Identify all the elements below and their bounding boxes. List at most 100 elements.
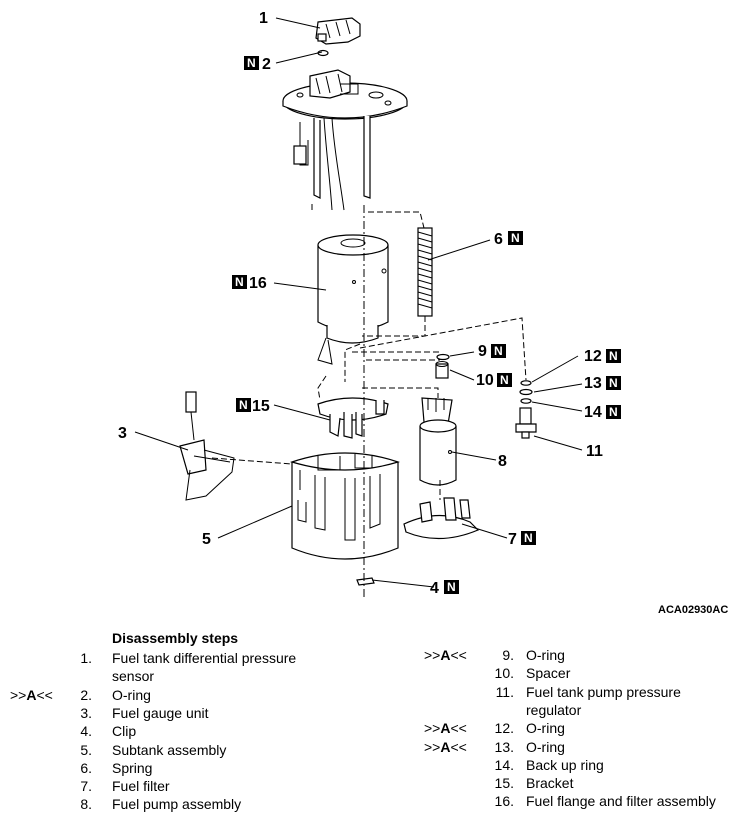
callout-12: 12 N xyxy=(584,348,621,365)
step-number: 8. xyxy=(80,796,92,813)
svg-text:7: 7 xyxy=(508,531,517,548)
n-mark-icon xyxy=(497,373,512,387)
step-item: >>A<<9.O-ring xyxy=(0,646,742,664)
n-mark-icon xyxy=(244,56,259,70)
step-item: 7.Fuel filter xyxy=(0,777,742,795)
step-number: 13. xyxy=(494,738,514,755)
svg-text:14: 14 xyxy=(584,404,602,421)
step-marker: >>A<< xyxy=(10,686,53,703)
callout-8: 8 xyxy=(498,453,507,470)
svg-text:N: N xyxy=(524,531,533,545)
svg-text:6: 6 xyxy=(494,231,503,248)
step-text: Fuel gauge unit xyxy=(112,704,209,721)
n-mark-icon xyxy=(606,405,621,419)
step-item: >>A<<12.O-ring xyxy=(0,719,742,737)
step-number: 2. xyxy=(80,686,92,703)
step-text: O-ring xyxy=(526,647,565,663)
step-item: 15. Bracket xyxy=(0,774,742,792)
step-item: 14. Back up ring xyxy=(0,756,742,774)
part-15-bracket xyxy=(317,397,389,439)
svg-text:4: 4 xyxy=(430,580,439,597)
svg-text:5: 5 xyxy=(202,531,211,548)
callout-4: 4 N xyxy=(430,580,459,597)
step-number: 14. xyxy=(494,756,514,773)
part-16-filter-canister xyxy=(317,234,389,365)
step-item: 10. Spacer xyxy=(0,664,742,682)
step-text: Fuel tank differential pressure xyxy=(112,650,297,666)
part-5-subtank xyxy=(290,452,400,560)
step-number: 10. xyxy=(494,665,514,682)
part-12-o-ring xyxy=(520,380,532,386)
step-text-continued: regulator xyxy=(526,701,582,718)
step-text: Back up ring xyxy=(526,756,604,773)
step-item: 5.Subtank assembly xyxy=(0,741,742,759)
n-mark-icon xyxy=(521,531,536,545)
callout-7: 7 N xyxy=(508,531,536,548)
svg-text:9: 9 xyxy=(478,343,487,360)
svg-text:N: N xyxy=(447,580,456,594)
svg-text:13: 13 xyxy=(584,375,602,392)
part-13-o-ring xyxy=(519,388,533,396)
step-number: 3. xyxy=(80,704,92,721)
callout-10: 10 N xyxy=(476,372,512,389)
svg-text:16: 16 xyxy=(249,275,267,292)
disassembly-steps: Disassembly steps 1. Fuel tank differenti… xyxy=(0,628,742,822)
svg-text:N: N xyxy=(247,56,256,70)
callout-6: 6 N xyxy=(494,231,523,248)
step-item: 16. Fuel flange and filter assembly xyxy=(0,792,742,810)
step-item: 11.Fuel tank pump pressure xyxy=(0,683,742,701)
callout-14: 14 N xyxy=(584,404,621,421)
step-number: 7. xyxy=(80,778,92,795)
part-16-fuel-flange xyxy=(282,69,408,211)
n-mark-icon xyxy=(444,580,459,594)
step-text: Fuel pump assembly xyxy=(112,796,242,813)
step-text: Bracket xyxy=(526,775,574,792)
step-item: >>A<<13.O-ring xyxy=(0,738,742,756)
step-item: 3. Fuel gauge unit xyxy=(0,704,742,722)
part-3-fuel-gauge-unit xyxy=(179,391,235,501)
part-14-back-up-ring xyxy=(520,398,532,404)
step-item: >>A<< 2. O-ring xyxy=(0,686,742,704)
step-text: O-ring xyxy=(526,738,565,755)
n-mark-icon xyxy=(606,349,621,363)
svg-text:N: N xyxy=(609,376,618,390)
steps-title: Disassembly steps xyxy=(112,630,239,646)
n-mark-icon xyxy=(508,231,523,245)
step-number: 1. xyxy=(80,650,92,666)
assembly-lines xyxy=(211,204,527,600)
part-8-fuel-pump xyxy=(419,397,457,486)
svg-text:15: 15 xyxy=(252,398,270,415)
callout-9: 9 N xyxy=(478,343,506,360)
svg-text:12: 12 xyxy=(584,348,602,365)
n-mark-icon xyxy=(606,376,621,390)
step-number: 16. xyxy=(494,793,514,810)
step-number: 15. xyxy=(494,775,514,792)
n-mark-icon xyxy=(232,275,247,289)
step-text: Spring xyxy=(112,759,153,776)
part-7-fuel-filter xyxy=(403,497,480,540)
step-text: Spacer xyxy=(526,665,571,682)
part-10-spacer xyxy=(435,361,449,379)
callout-1: 1 xyxy=(259,10,268,27)
step-item: 6.Spring xyxy=(0,759,742,777)
step-text: Subtank assembly xyxy=(112,741,227,758)
step-item: 1. Fuel tank differential pressure xyxy=(0,649,742,667)
step-number: 9. xyxy=(502,647,514,663)
exploded-view-diagram: 1 N 2 3 4 N 5 6 N 7 N 8 9 N 10 N 11 xyxy=(118,10,728,616)
step-text: O-ring xyxy=(526,720,565,737)
n-mark-icon xyxy=(236,398,251,412)
svg-text:N: N xyxy=(239,398,248,412)
callout-13: 13 N xyxy=(584,375,621,392)
part-6-spring xyxy=(417,227,433,317)
callout-2: N 2 xyxy=(244,56,271,73)
step-text: O-ring xyxy=(112,686,151,703)
step-text: Clip xyxy=(112,723,137,740)
svg-text:N: N xyxy=(609,349,618,363)
svg-text:N: N xyxy=(511,231,520,245)
svg-text:N: N xyxy=(609,405,618,419)
part-11-pressure-regulator xyxy=(515,407,537,439)
step-text: Fuel flange and filter assembly xyxy=(526,793,716,810)
step-number: 12. xyxy=(494,720,514,737)
step-item: 8. Fuel pump assembly xyxy=(0,795,742,813)
part-4-clip xyxy=(356,577,375,586)
